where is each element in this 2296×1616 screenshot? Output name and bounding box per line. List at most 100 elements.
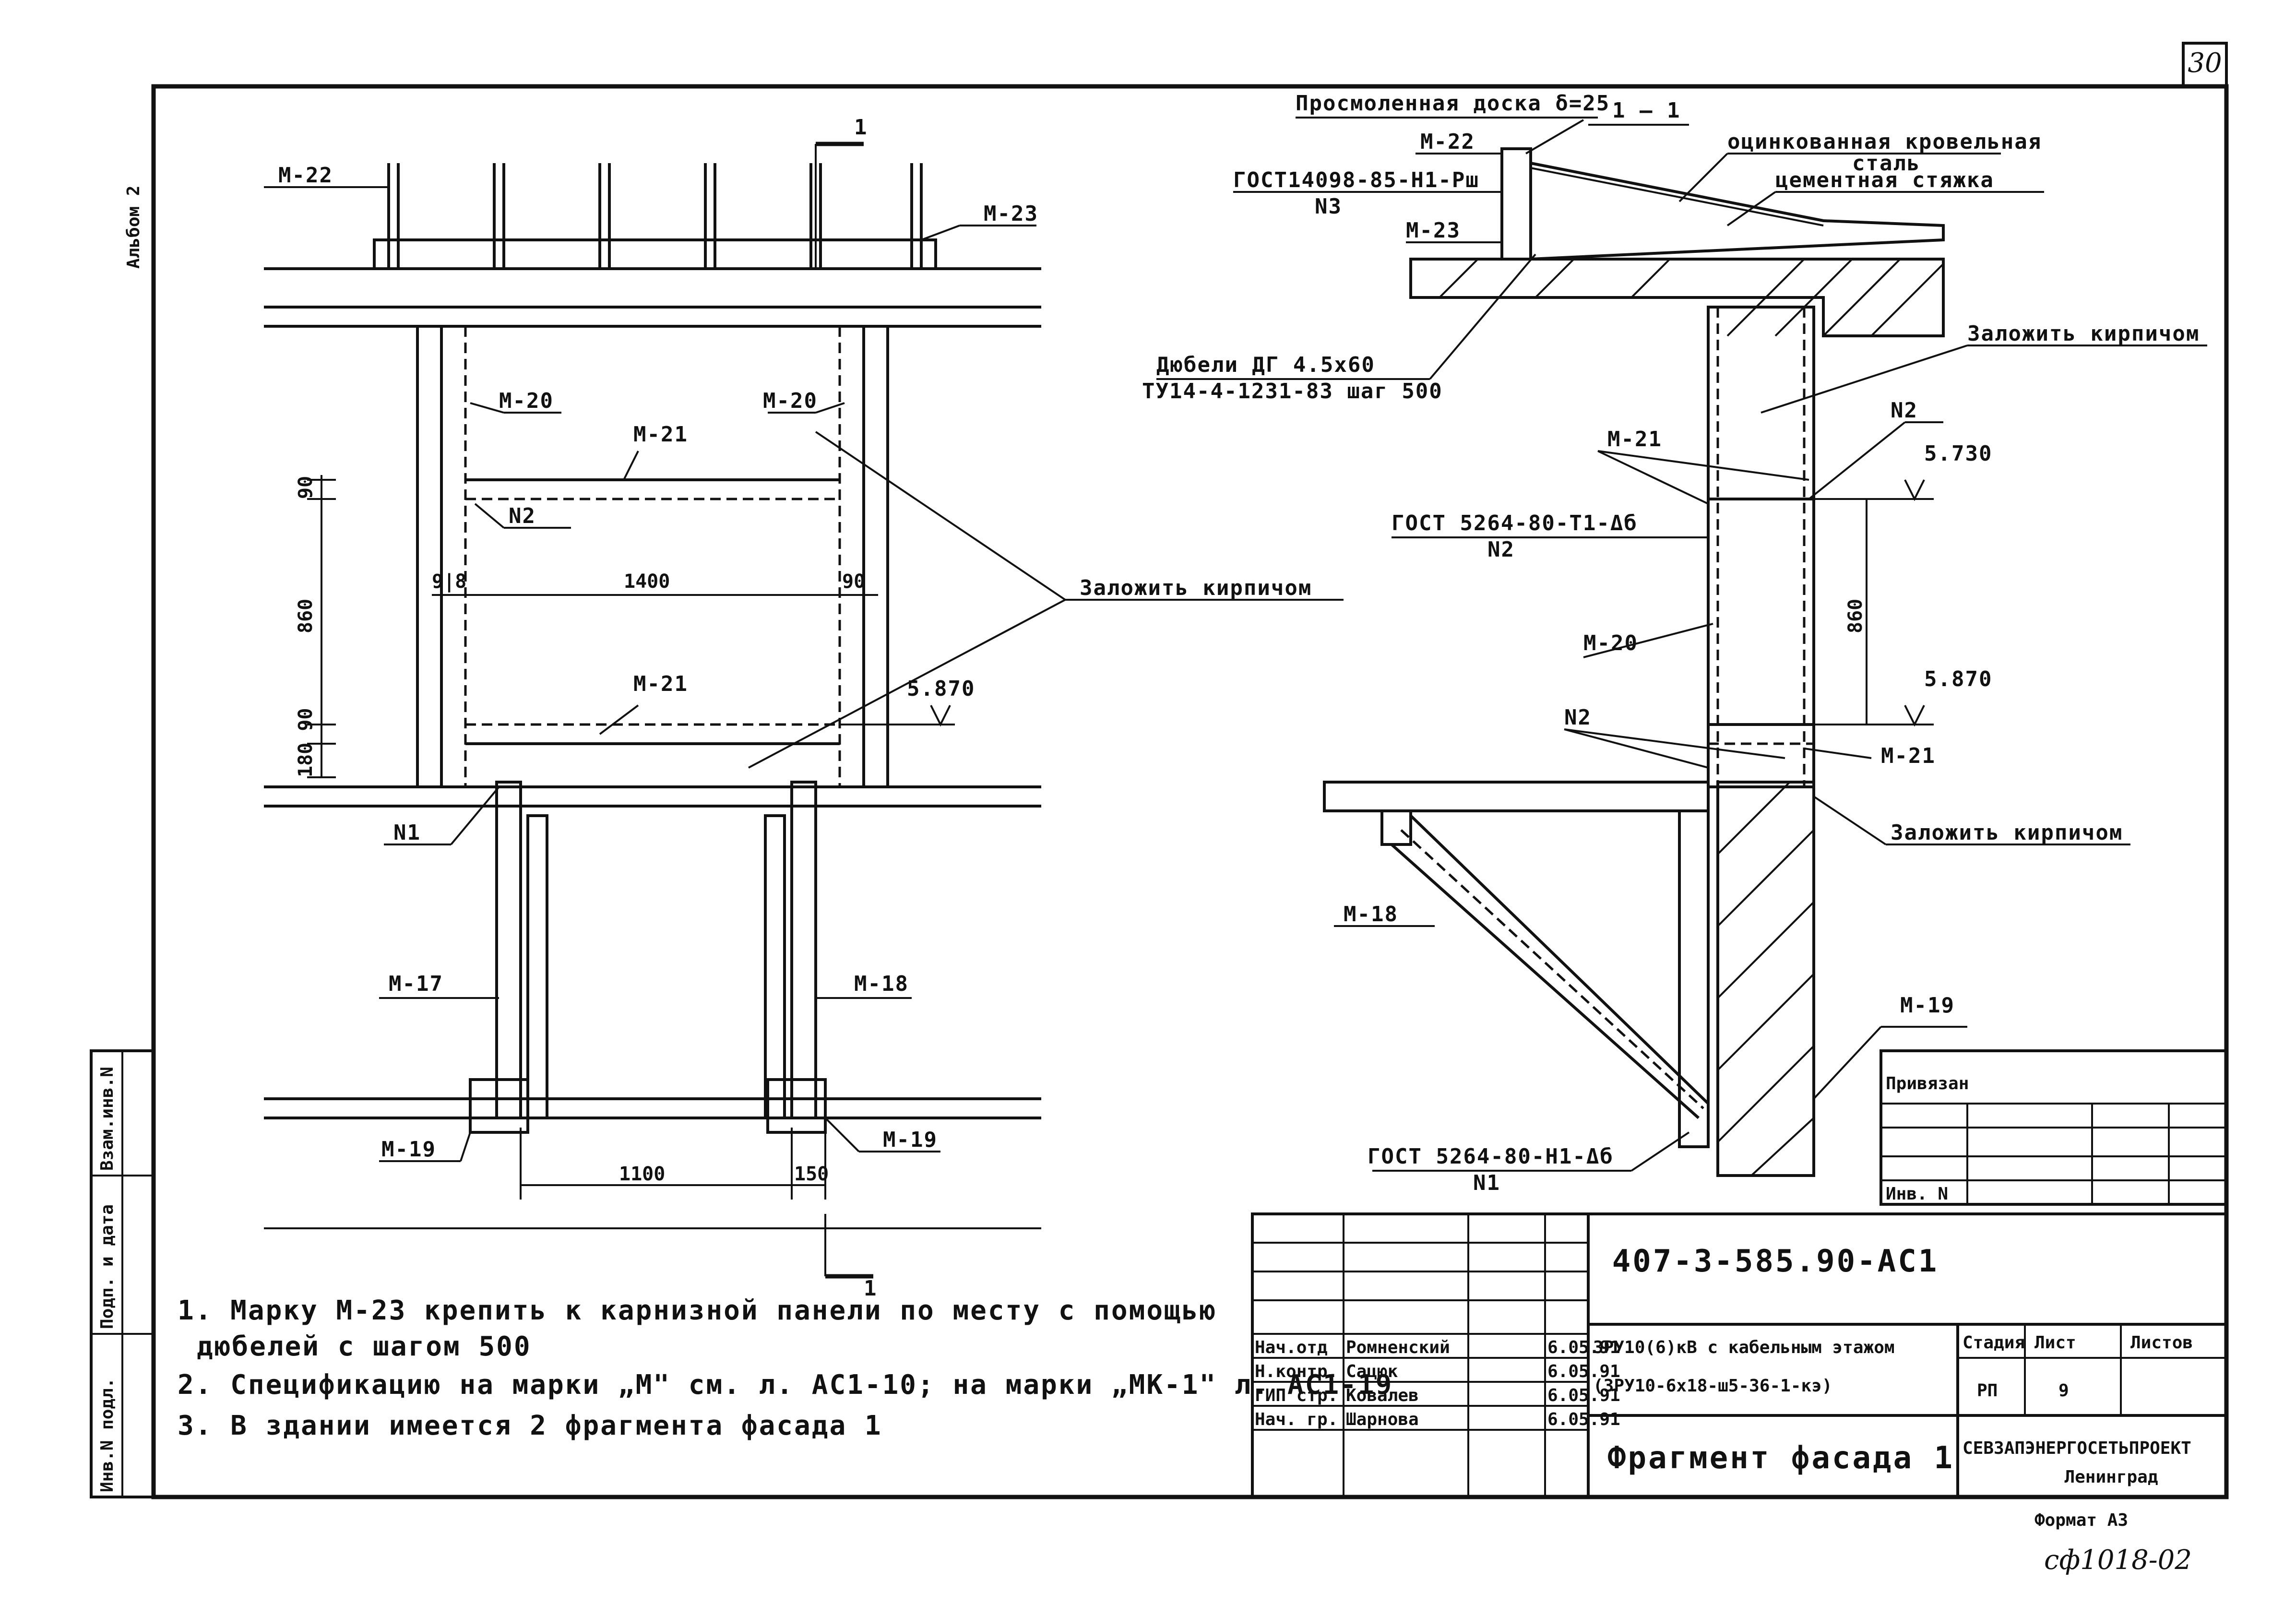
- tb-name-1: Сацюк: [1346, 1362, 1398, 1381]
- label-m19-right: М-19: [883, 1128, 938, 1152]
- label-m20-sec: М-20: [1583, 631, 1638, 655]
- label-elev-5730: 5.730: [1924, 441, 1992, 466]
- note-1: 1. Марку М-23 крепить к карнизной панели…: [178, 1295, 1217, 1326]
- title-block: Нач.отд Ромненский 6.05.91 Н.контр. Сацю…: [1251, 1212, 2228, 1498]
- label-fill-brick: Заложить кирпичом: [1080, 576, 1312, 600]
- tb-code: 407-3-585.90-АС1: [1612, 1244, 1939, 1279]
- tb-date-1: 6.05.91: [1547, 1362, 1620, 1381]
- label-n2-gost: N2: [1487, 537, 1515, 562]
- label-dowels-tu: ТУ14-4-1231-83 шаг 500: [1142, 379, 1443, 404]
- tb-date-2: 6.05.91: [1547, 1386, 1620, 1405]
- stamp-podp-data: Подп. и дата: [97, 1204, 117, 1329]
- tb-city: Ленинград: [2064, 1467, 2158, 1487]
- dim-98: 9|8: [432, 570, 466, 593]
- tb-list-h: Лист: [2034, 1333, 2076, 1353]
- format-label: Формат А3: [2034, 1510, 2128, 1530]
- tb-sheet-title: Фрагмент фасада 1: [1607, 1440, 1954, 1476]
- label-m17: М-17: [389, 972, 443, 996]
- label-m23: М-23: [984, 202, 1038, 226]
- sheet-number-box: [2182, 42, 2228, 88]
- binding-table: Привязан Инв. N: [1880, 1049, 2228, 1206]
- tb-role-3: Нач. гр.: [1255, 1410, 1338, 1429]
- label-m22-sec: М-22: [1420, 130, 1475, 154]
- label-m21-bottom-sec: М-21: [1881, 744, 1936, 768]
- tb-org: СЕВЗАПЭНЕРГОСЕТЬПРОЕКТ: [1963, 1438, 2191, 1458]
- label-n1: N1: [393, 820, 421, 845]
- label-m23-sec: М-23: [1406, 218, 1461, 243]
- tb-stage-h: Стадия: [1963, 1333, 2025, 1353]
- tb-role-1: Н.контр.: [1255, 1362, 1338, 1381]
- label-n2-top: N2: [1891, 398, 1918, 423]
- label-m21-sec: М-21: [1607, 427, 1662, 452]
- dim-180-90: 180 90: [295, 708, 317, 778]
- sheet-frame: [151, 84, 2229, 1499]
- brick-hatch: [1717, 781, 1815, 1176]
- cornice-hatch: [1439, 258, 1944, 337]
- label-m19-left: М-19: [381, 1137, 436, 1162]
- label-elev-5870-sec: 5.870: [1924, 667, 1992, 691]
- section-title: 1 — 1: [1612, 98, 1680, 123]
- tb-project-2: (ЗРУ10-6х18-ш5-36-1-кэ): [1593, 1376, 1832, 1396]
- label-fill-brick-top: Заложить кирпичом: [1967, 321, 2200, 346]
- section-mark-top: 1: [854, 115, 868, 140]
- tb-date-0: 6.05.91: [1547, 1338, 1620, 1357]
- sheet-number: 30: [2188, 48, 2222, 79]
- label-board: Просмоленная доска δ=25: [1296, 91, 1610, 116]
- tb-name-2: Ковалев: [1346, 1386, 1419, 1405]
- label-m18-sec: М-18: [1344, 902, 1398, 927]
- facade-view: М-22 М-23 М-20 М-20 М-21 М-21 N2 N1 М-17…: [264, 115, 1344, 1301]
- note-1b: дюбелей с шагом 500: [197, 1331, 532, 1362]
- tb-list: 9: [2058, 1381, 2069, 1401]
- section-mark-bottom: 1: [864, 1276, 878, 1301]
- section-view: 1 — 1 Просмоленная доска δ=25 М-22 ГОСТ1…: [1142, 91, 2207, 1195]
- tb-lists-h: Листов: [2130, 1333, 2193, 1353]
- label-m19-sec: М-19: [1900, 993, 1955, 1018]
- tb-name-0: Ромненский: [1346, 1338, 1450, 1357]
- note-3: 3. В здании имеется 2 фрагмента фасада 1: [178, 1410, 882, 1441]
- m23-strip: [373, 238, 937, 270]
- dim-90-right: 90: [842, 570, 865, 593]
- note-2: 2. Спецификацию на марки „М" см. л. АС1-…: [178, 1369, 1393, 1401]
- dim-1100: 1100: [619, 1163, 665, 1185]
- album-label: Альбом 2: [124, 186, 143, 269]
- side-stamp: Взам.инв.N Подп. и дата Инв.N подл.: [90, 1049, 155, 1498]
- dim-90-top: 90: [295, 476, 317, 499]
- label-n2-bottom: N2: [1564, 705, 1592, 730]
- label-n2: N2: [509, 504, 536, 528]
- stamp-inv-podl: Инв.N подл.: [97, 1378, 117, 1492]
- tb-project: ЗРУ10(6)кВ с кабельным этажом: [1593, 1338, 1895, 1357]
- tb-name-3: Шарнова: [1346, 1410, 1419, 1429]
- label-m21-top: М-21: [633, 422, 688, 447]
- tb-date-3: 6.05.91: [1547, 1410, 1620, 1429]
- label-gost-n2: ГОСТ 5264-80-Т1-Δб: [1392, 511, 1638, 535]
- label-roof-steel: оцинкованная кровельная: [1727, 130, 2042, 154]
- binding-title: Привязан: [1886, 1074, 1969, 1093]
- binding-inv: Инв. N: [1886, 1184, 1948, 1204]
- label-n1-sec: N1: [1473, 1171, 1500, 1195]
- dim-150: 150: [794, 1163, 829, 1185]
- label-m22: М-22: [278, 163, 333, 188]
- tb-stage: РП: [1977, 1381, 1998, 1401]
- stamp-vzam-inv: Взам.инв.N: [97, 1067, 117, 1171]
- tb-role-0: Нач.отд: [1255, 1338, 1328, 1357]
- label-n3: N3: [1315, 194, 1342, 219]
- bottom-note: сф1018-02: [2044, 1545, 2192, 1576]
- m22-posts: [387, 163, 923, 269]
- notes: 1. Марку М-23 крепить к карнизной панели…: [178, 1295, 1393, 1441]
- label-m18: М-18: [854, 972, 909, 996]
- label-gost-n1: ГОСТ 5264-80-Н1-Δб: [1368, 1144, 1614, 1169]
- label-fill-brick-bottom: Заложить кирпичом: [1891, 820, 2123, 845]
- label-roof-steel-2: сталь: [1852, 151, 1920, 176]
- tb-role-2: ГИП стр.: [1255, 1386, 1338, 1405]
- dim-1400: 1400: [624, 570, 670, 593]
- dim-860-sec: 860: [1844, 599, 1867, 633]
- label-dowels: Дюбели ДГ 4.5х60: [1156, 353, 1375, 377]
- label-m20-right: М-20: [763, 389, 818, 413]
- dim-860: 860: [295, 599, 317, 633]
- label-m20-left: М-20: [499, 389, 554, 413]
- label-cement: цементная стяжка: [1775, 168, 1994, 192]
- label-gost-n3: ГОСТ14098-85-Н1-Рш: [1233, 168, 1479, 192]
- elev-5870: 5.870: [907, 677, 975, 701]
- label-m21-bottom: М-21: [633, 672, 688, 696]
